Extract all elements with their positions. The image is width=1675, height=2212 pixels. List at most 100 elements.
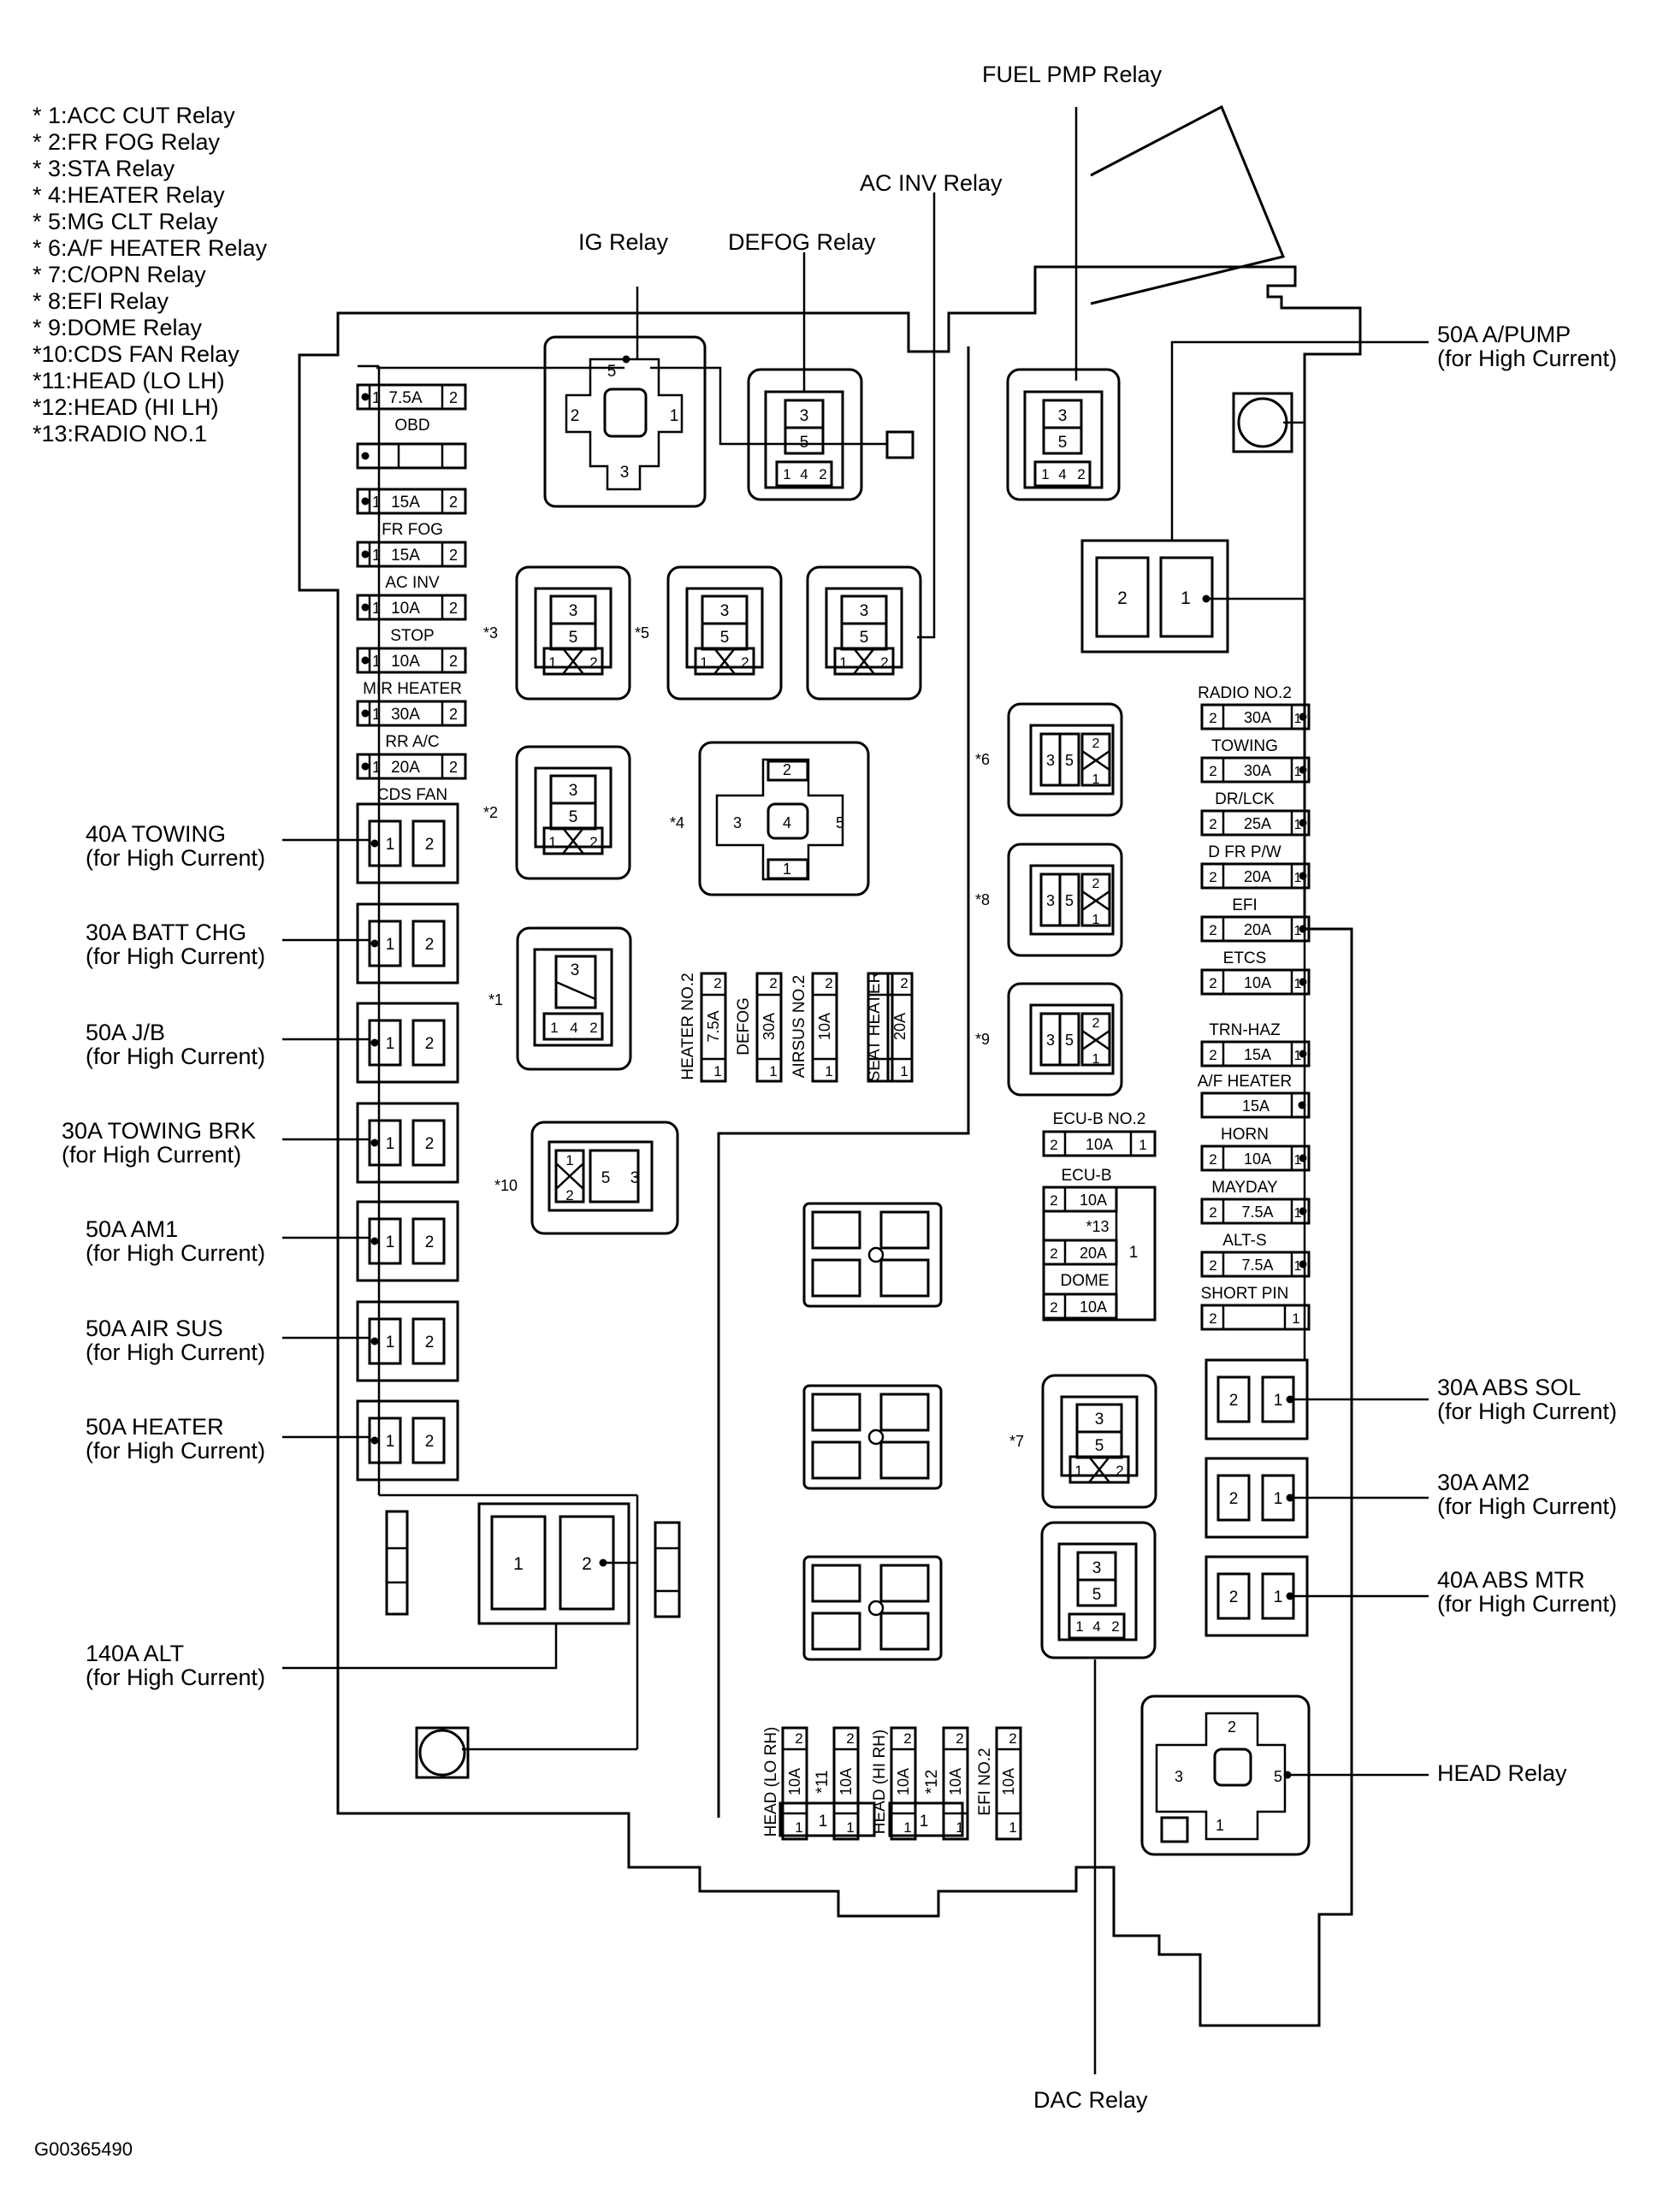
fuse-amp: 20A bbox=[891, 1013, 909, 1040]
terminal-dot bbox=[370, 939, 379, 948]
fuse-pin: 1 bbox=[386, 836, 395, 854]
fuse-pin: 1 bbox=[1294, 1259, 1302, 1274]
fuse-pin: 2 bbox=[449, 653, 458, 670]
relay-cell bbox=[1042, 426, 1083, 455]
fuse-amp: 10A bbox=[391, 600, 420, 618]
fuse-right bbox=[1200, 1304, 1311, 1331]
fuse-pin: 2 bbox=[1229, 1490, 1239, 1508]
fuse-amp: 10A bbox=[838, 1768, 855, 1795]
fuse-bus bbox=[888, 1801, 964, 1837]
fuse-amp: 25A bbox=[1244, 815, 1271, 832]
fuse-blade bbox=[368, 819, 402, 867]
fuse-left bbox=[356, 594, 467, 621]
relay-cell bbox=[1080, 732, 1111, 787]
relay-tag: *5 bbox=[635, 624, 649, 642]
fuse-blade bbox=[1159, 556, 1214, 638]
relay-cell bbox=[766, 802, 809, 840]
fuse-pin: 2 bbox=[425, 1135, 435, 1153]
relay-pin: 2 bbox=[741, 654, 749, 671]
relay-pin: 2 bbox=[783, 761, 791, 778]
fuse-amp: 10A bbox=[391, 653, 420, 671]
relay-pin: 5 bbox=[1065, 1032, 1074, 1049]
relay-socket bbox=[1060, 1395, 1139, 1477]
relay-pin: 2 bbox=[589, 834, 597, 850]
relay-cell bbox=[542, 647, 604, 676]
relay-cell bbox=[766, 760, 809, 782]
terminal-dot bbox=[1299, 713, 1307, 721]
relay-pin: 3 bbox=[630, 1169, 640, 1187]
fuse-pin: 2 bbox=[425, 1433, 435, 1451]
mid-fuse bbox=[755, 972, 783, 1083]
high-current-fuse bbox=[356, 1200, 459, 1282]
relay-socket bbox=[1155, 1712, 1287, 1841]
small-terminal bbox=[1160, 1816, 1189, 1843]
fuse-left bbox=[356, 753, 467, 780]
connector-block bbox=[802, 1555, 943, 1661]
mini-relay bbox=[1007, 702, 1123, 817]
fuse-pin: 2 bbox=[1209, 710, 1216, 726]
fuse-amp: 20A bbox=[1080, 1245, 1107, 1262]
relay-cell bbox=[833, 647, 895, 676]
fuse-blade bbox=[411, 1019, 446, 1067]
fuse-blade bbox=[368, 1217, 402, 1265]
terminal-dot bbox=[361, 550, 370, 559]
relay-pin: 3 bbox=[1175, 1768, 1183, 1785]
relay-pin: 5 bbox=[1092, 1586, 1102, 1604]
fuse-right bbox=[1200, 1198, 1311, 1225]
fuse-amp: 15A bbox=[1242, 1097, 1270, 1115]
relay-pin: 2 bbox=[819, 466, 826, 482]
ig-relay-socket bbox=[565, 358, 684, 491]
connector-cell bbox=[811, 1210, 861, 1250]
fuse-blade bbox=[368, 920, 402, 967]
relay-pin: 3 bbox=[620, 464, 630, 482]
connector-block bbox=[802, 1384, 943, 1490]
ecu-fuse bbox=[1042, 1292, 1118, 1320]
relay-socket bbox=[1029, 864, 1115, 936]
fuse-blade bbox=[411, 920, 446, 967]
leader-line bbox=[713, 648, 736, 675]
fuse-pin: 1 bbox=[903, 1819, 911, 1836]
bottom-fuse bbox=[781, 1726, 808, 1841]
relay-pin: 5 bbox=[1065, 892, 1074, 909]
fuse-name: D FR P/W bbox=[1208, 843, 1281, 861]
fuse-pin: 2 bbox=[846, 1730, 854, 1747]
fuse-name: ECU-B bbox=[1061, 1167, 1111, 1185]
relay-pin: 2 bbox=[1228, 1718, 1236, 1736]
bus-line bbox=[1283, 421, 1306, 1360]
fuse-pin: 2 bbox=[825, 975, 832, 991]
relay-pin: 3 bbox=[569, 782, 578, 800]
relay-pin: 2 bbox=[1111, 1618, 1119, 1635]
relay-pin: 1 bbox=[1092, 772, 1100, 787]
legend-item: * 8:EFI Relay bbox=[33, 288, 169, 314]
relay-pin: 5 bbox=[860, 629, 869, 647]
relay-cell bbox=[775, 460, 833, 488]
am2-sub-label: (for High Current) bbox=[1437, 1493, 1618, 1519]
relay-pin: 4 bbox=[1092, 1618, 1100, 1635]
a-pump-leader bbox=[1170, 340, 1429, 541]
fuse-name: DOME bbox=[1061, 1272, 1110, 1290]
ecu-fuse bbox=[1042, 1186, 1118, 1213]
fuse-blade bbox=[411, 1317, 446, 1365]
fuse-name: EFI bbox=[1232, 896, 1258, 914]
fuse-pin: 1 bbox=[1129, 1244, 1139, 1262]
fuse-amp: 30A bbox=[1244, 762, 1271, 779]
terminal-dot bbox=[361, 656, 370, 665]
relay-pin: 1 bbox=[1041, 466, 1049, 482]
relay-cell bbox=[1076, 1578, 1117, 1607]
connector-cell bbox=[879, 1393, 930, 1432]
ecu-fuse bbox=[1042, 1130, 1157, 1157]
relay-socket bbox=[534, 587, 613, 669]
legend-item: * 9:DOME Relay bbox=[33, 315, 203, 340]
fuse-pin: 1 bbox=[1294, 818, 1302, 832]
fuse-pin: 2 bbox=[1209, 869, 1216, 885]
fuse-blade bbox=[411, 1417, 446, 1464]
ac-inv-leader bbox=[917, 192, 936, 639]
spare-fuse-slot bbox=[385, 1510, 409, 1616]
relay-pin: 4 bbox=[570, 1020, 577, 1036]
mid-fuse bbox=[700, 972, 727, 1083]
relay-pin: 1 bbox=[1216, 1817, 1224, 1834]
mini-relay bbox=[806, 565, 922, 701]
fuse-amp: 10A bbox=[1080, 1192, 1107, 1209]
fuse-left bbox=[356, 647, 467, 674]
fuse-amp: 7.5A bbox=[1241, 1257, 1273, 1274]
